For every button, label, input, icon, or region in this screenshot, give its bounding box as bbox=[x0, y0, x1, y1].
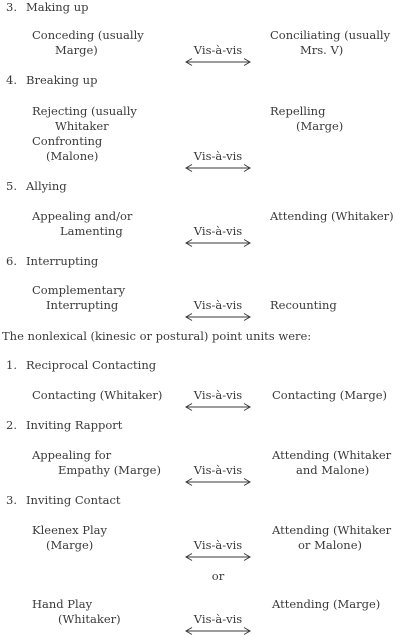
vis-a-vis-label: Vis-à-vis bbox=[193, 224, 243, 238]
section-title: Inviting Rapport bbox=[26, 418, 123, 432]
right-label: Attending (Whitaker) bbox=[270, 209, 394, 223]
right-label: Contacting (Marge) bbox=[272, 388, 388, 402]
double-arrow-icon bbox=[185, 553, 251, 561]
left-label: (Whitaker) bbox=[58, 612, 121, 626]
right-label: Conciliating (usually bbox=[270, 28, 391, 42]
right-label: Attending (Whitaker bbox=[272, 523, 392, 537]
left-label: Conceding (usually bbox=[32, 28, 144, 42]
vis-a-vis-label: Vis-à-vis bbox=[193, 149, 243, 163]
intro-sentence: The nonlexical (kinesic or postural) poi… bbox=[2, 329, 312, 343]
left-label: Interrupting bbox=[46, 298, 119, 312]
section-title: Making up bbox=[26, 0, 89, 14]
or-label: or bbox=[211, 569, 225, 583]
left-label: Appealing and/or bbox=[32, 209, 133, 223]
left-label: Whitaker bbox=[55, 119, 109, 133]
left-label: (Marge) bbox=[46, 538, 94, 552]
left-label: Contacting (Whitaker) bbox=[32, 388, 163, 402]
double-arrow-icon bbox=[185, 403, 251, 411]
right-label: (Marge) bbox=[296, 119, 344, 133]
double-arrow-icon bbox=[185, 239, 251, 247]
right-label: and Malone) bbox=[296, 463, 370, 477]
vis-a-vis-label: Vis-à-vis bbox=[193, 612, 243, 626]
left-label: Empathy (Marge) bbox=[58, 463, 161, 477]
left-label: Hand Play bbox=[32, 597, 93, 611]
right-label: Recounting bbox=[270, 298, 337, 312]
right-label: or Malone) bbox=[298, 538, 363, 552]
right-label: Repelling bbox=[270, 104, 326, 118]
right-label: Attending (Whitaker bbox=[272, 448, 392, 462]
left-label: Kleenex Play bbox=[32, 523, 108, 537]
section-number: 2. bbox=[6, 418, 17, 432]
left-label: Lamenting bbox=[60, 224, 123, 238]
vis-a-vis-label: Vis-à-vis bbox=[193, 388, 243, 402]
left-label: Marge) bbox=[55, 43, 98, 57]
vis-a-vis-label: Vis-à-vis bbox=[193, 463, 243, 477]
double-arrow-icon bbox=[185, 478, 251, 486]
vis-a-vis-label: Vis-à-vis bbox=[193, 298, 243, 312]
double-arrow-icon bbox=[185, 627, 251, 635]
right-label: Attending (Marge) bbox=[272, 597, 381, 611]
section-number: 4. bbox=[6, 73, 17, 87]
section-title: Inviting Contact bbox=[26, 493, 121, 507]
left-label: Confronting bbox=[32, 134, 103, 148]
section-number: 3. bbox=[6, 493, 17, 507]
section-number: 3. bbox=[6, 0, 17, 14]
double-arrow-icon bbox=[185, 58, 251, 66]
left-label: (Malone) bbox=[46, 149, 99, 163]
vis-a-vis-label: Vis-à-vis bbox=[193, 43, 243, 57]
vis-a-vis-label: Vis-à-vis bbox=[193, 538, 243, 552]
section-title: Allying bbox=[26, 179, 67, 193]
left-label: Rejecting (usually bbox=[32, 104, 137, 118]
double-arrow-icon bbox=[185, 313, 251, 321]
section-title: Breaking up bbox=[26, 73, 98, 87]
section-number: 6. bbox=[6, 254, 17, 268]
double-arrow-icon bbox=[185, 164, 251, 172]
section-title: Interrupting bbox=[26, 254, 99, 268]
left-label: Complementary bbox=[32, 283, 126, 297]
section-title: Reciprocal Contacting bbox=[26, 358, 157, 372]
section-number: 5. bbox=[6, 179, 17, 193]
left-label: Appealing for bbox=[32, 448, 112, 462]
right-label: Mrs. V) bbox=[300, 43, 344, 57]
section-number: 1. bbox=[6, 358, 17, 372]
